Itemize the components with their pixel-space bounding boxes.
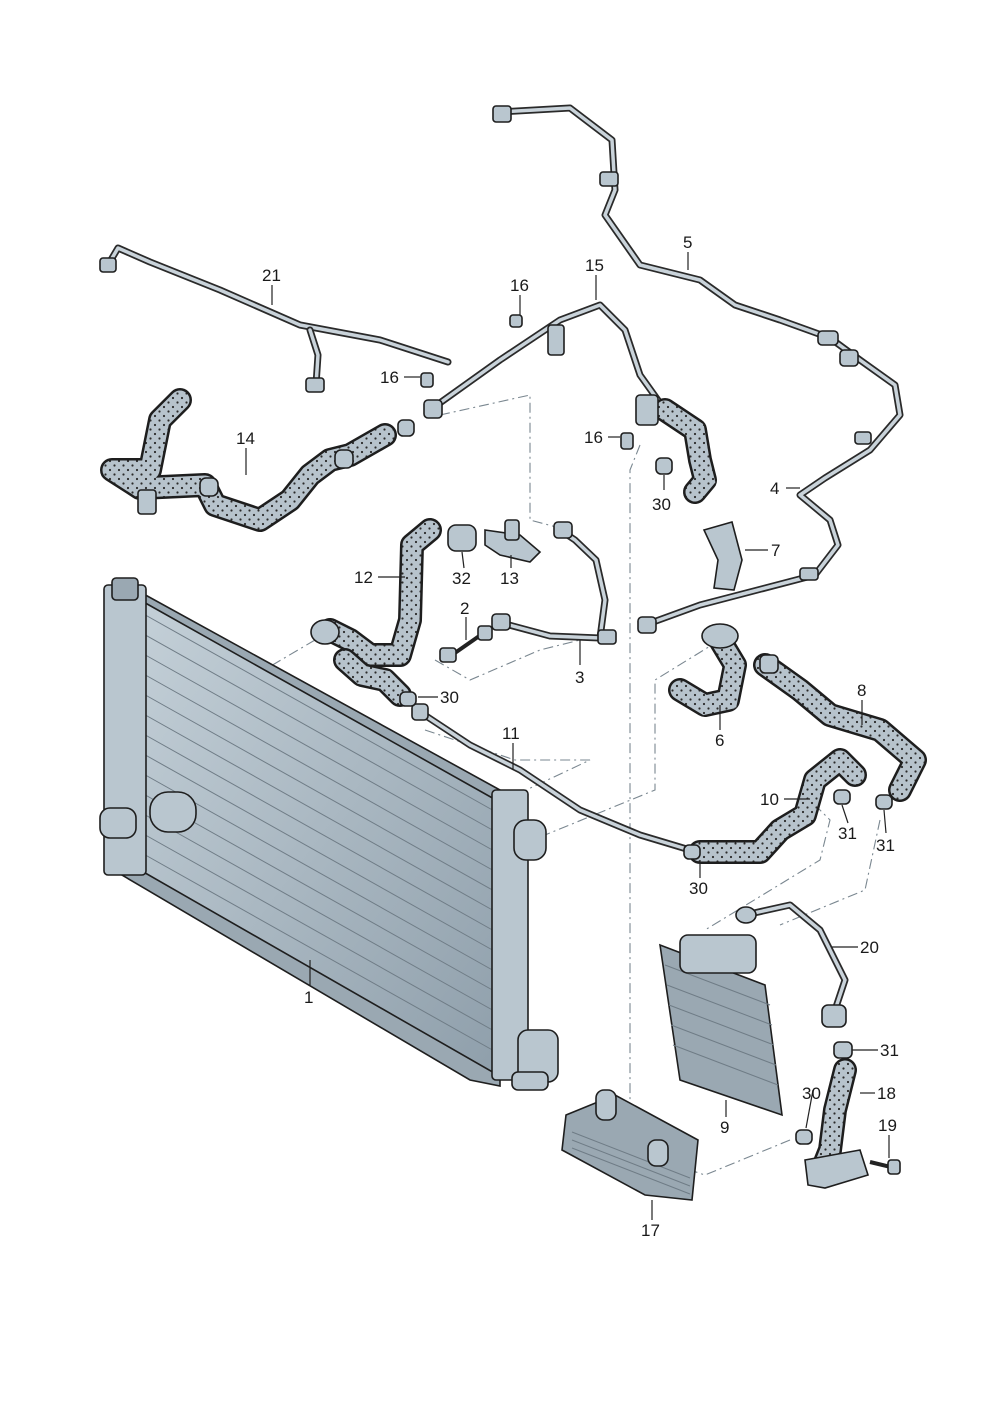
bolt-19 [869, 1159, 901, 1175]
callout-31-a: 31 [838, 824, 857, 843]
coolant-elbow-7 [702, 521, 743, 591]
callout-31-c: 31 [880, 1041, 899, 1060]
coolant-pipe-15 [423, 301, 717, 504]
callout-8: 8 [857, 681, 866, 700]
auxiliary-cooler-9 [659, 934, 783, 1117]
callout-5: 5 [683, 233, 692, 252]
callout-17: 17 [641, 1221, 660, 1240]
callout-16-a: 16 [510, 276, 529, 295]
bolt-2 [439, 625, 493, 663]
coolant-pipe-5-4 [492, 104, 904, 634]
coolant-hose-6 [668, 623, 747, 717]
callout-30-c: 30 [689, 879, 708, 898]
callout-13: 13 [500, 569, 519, 588]
callout-30-a: 30 [440, 688, 459, 707]
callout-16-c: 16 [584, 428, 603, 447]
coolant-hose-10 [688, 748, 867, 864]
coolant-hose-18 [804, 1058, 870, 1189]
callout-19: 19 [878, 1116, 897, 1135]
callout-1: 1 [304, 988, 313, 1007]
callout-labels: 1 2 3 4 5 6 7 8 9 10 11 12 13 14 15 16 1… [236, 233, 899, 1240]
callout-4: 4 [770, 479, 779, 498]
coolant-pipe-20 [735, 901, 849, 1028]
callout-21: 21 [262, 266, 281, 285]
callout-3: 3 [575, 668, 584, 687]
callout-12: 12 [354, 568, 373, 587]
callout-18: 18 [877, 1084, 896, 1103]
oil-cooler-17 [561, 1089, 699, 1201]
callout-30-b: 30 [652, 495, 671, 514]
coolant-hose-12 [310, 518, 442, 707]
callout-9: 9 [720, 1118, 729, 1137]
callout-20: 20 [860, 938, 879, 957]
hose-clamps [397, 419, 893, 1145]
callout-31-b: 31 [876, 836, 895, 855]
coolant-pipe-21 [99, 244, 452, 393]
coolant-hose-8 [753, 653, 927, 802]
callout-32: 32 [452, 569, 471, 588]
callout-6: 6 [715, 731, 724, 750]
callout-7: 7 [771, 541, 780, 560]
connector-13-clip-32 [447, 519, 542, 563]
bolts-16 [420, 314, 634, 450]
coolant-pipe-11 [411, 703, 694, 854]
callout-11: 11 [502, 724, 520, 743]
callout-10: 10 [760, 790, 779, 809]
coolant-hose-14 [100, 388, 397, 532]
coolant-pipe-3 [491, 521, 617, 645]
callout-16-b: 16 [380, 368, 399, 387]
radiator [99, 577, 559, 1091]
callout-30-d: 30 [802, 1084, 821, 1103]
callout-2: 2 [460, 599, 469, 618]
callout-15: 15 [585, 256, 604, 275]
callout-leader-lines [245, 252, 890, 1220]
callout-14: 14 [236, 429, 255, 448]
